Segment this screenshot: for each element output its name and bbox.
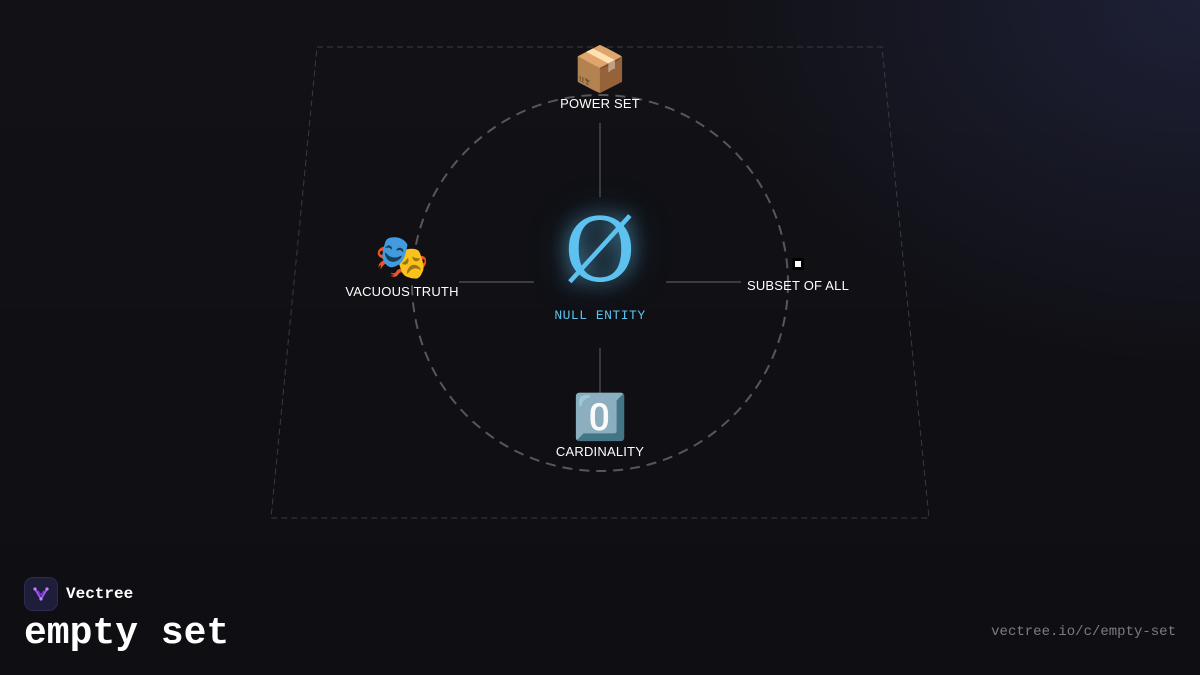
subset-square-icon	[792, 258, 804, 270]
node-cardinality: 0️⃣ CARDINALITY	[530, 393, 670, 460]
package-icon: 📦	[572, 45, 628, 94]
node-subset-of-all: SUBSET OF ALL	[728, 258, 868, 293]
node-power-set: 📦 POWER SET	[540, 45, 660, 112]
null-entity-label: NULL ENTITY	[554, 308, 646, 323]
null-entity-symbol: Ø	[563, 199, 637, 302]
node-label-cardinality: CARDINALITY	[555, 444, 645, 459]
node-label-subset-of-all: SUBSET OF ALL	[746, 278, 850, 293]
vectree-logo-icon	[24, 577, 58, 611]
keycap-zero-icon: 0️⃣	[572, 393, 628, 442]
orbit-circle	[411, 94, 789, 472]
brand-name: Vectree	[66, 585, 134, 603]
page-url[interactable]: vectree.io/c/empty-set	[991, 624, 1176, 640]
performing-arts-masks-icon: 🎭	[374, 233, 430, 282]
node-label-power-set: POWER SET	[560, 96, 640, 111]
node-label-vacuous-truth: VACUOUS TRUTH	[345, 284, 459, 299]
page-title: empty set	[24, 612, 230, 655]
node-vacuous-truth: 🎭 VACUOUS TRUTH	[332, 233, 472, 300]
perspective-frame	[270, 46, 930, 519]
brand[interactable]: Vectree	[24, 577, 133, 611]
